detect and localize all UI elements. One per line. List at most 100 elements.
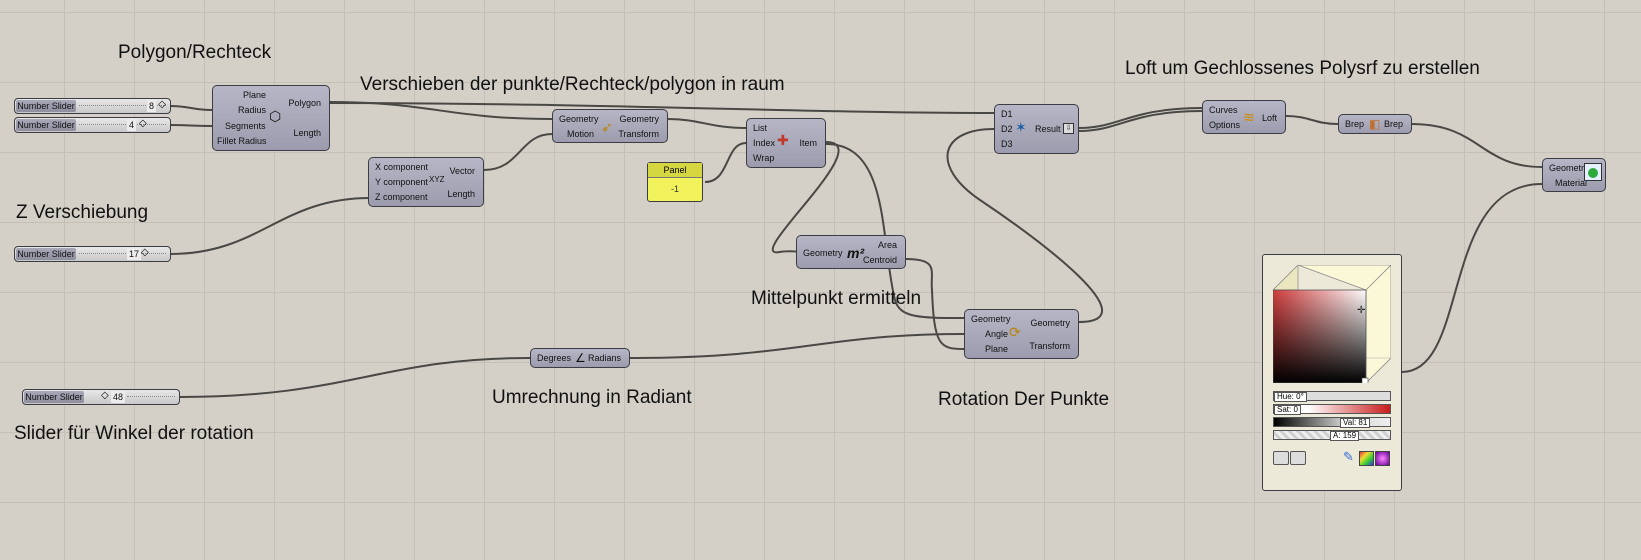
port-y-component[interactable]: Y component xyxy=(375,177,428,187)
wire-vector-motion xyxy=(483,133,553,171)
port-transform[interactable]: Transform xyxy=(618,129,659,139)
port-curves[interactable]: Curves xyxy=(1209,105,1238,115)
reset-button-icon[interactable] xyxy=(1273,451,1289,465)
slider-track xyxy=(79,253,166,257)
palette-icon[interactable] xyxy=(1375,451,1390,466)
port-polygon[interactable]: Polygon xyxy=(288,98,321,108)
list-item-icon: ✚ xyxy=(777,132,789,148)
wire-brep-geometry xyxy=(1411,123,1543,168)
wire-move-list xyxy=(667,118,747,129)
list-item-component[interactable]: List Index Wrap ✚ Item xyxy=(746,118,826,168)
port-loft[interactable]: Loft xyxy=(1261,113,1277,123)
number-slider-z[interactable]: Number Slider 17 ◇ xyxy=(14,246,171,262)
area-component[interactable]: Geometry m² Area Centroid xyxy=(796,235,906,269)
port-list[interactable]: List xyxy=(753,123,768,133)
vector-xyz-component[interactable]: X component Y component Z component XYZ … xyxy=(368,157,484,207)
port-segments[interactable]: Segments xyxy=(225,121,266,131)
port-preview-geometry[interactable]: Geometry xyxy=(1549,163,1589,173)
copy-button-icon[interactable] xyxy=(1290,451,1306,465)
value-bar[interactable]: Val: 81 xyxy=(1273,417,1391,428)
port-vector[interactable]: Vector xyxy=(449,166,475,176)
wire-item-area xyxy=(771,141,840,254)
port-options[interactable]: Options xyxy=(1209,120,1241,130)
radians-component[interactable]: Degrees ∠ Radians xyxy=(530,348,630,368)
wire-polygon-merge xyxy=(329,102,995,114)
eyedropper-icon[interactable]: ✎ xyxy=(1343,449,1354,464)
hue-bar[interactable]: Hue: 0° xyxy=(1273,391,1391,402)
move-component[interactable]: Geometry Motion ➶ Geometry Transform xyxy=(552,109,668,143)
slider-grip-icon[interactable]: ◇ xyxy=(158,99,166,110)
port-d3[interactable]: D3 xyxy=(1001,139,1013,149)
polygon-component[interactable]: Plane Radius Segments Fillet Radius ⬡ Po… xyxy=(212,85,330,151)
port-wrap[interactable]: Wrap xyxy=(753,153,775,163)
slider-value: 4 xyxy=(127,119,137,131)
wire-panel-index xyxy=(704,142,747,183)
port-z-component[interactable]: Z component xyxy=(375,192,428,202)
number-slider-segments[interactable]: Number Slider 4 ◇ xyxy=(14,117,171,133)
panel-component[interactable]: Panel -1 xyxy=(647,162,703,202)
port-motion[interactable]: Motion xyxy=(567,129,595,139)
port-degrees[interactable]: Degrees xyxy=(537,353,572,363)
area-m2-icon: m² xyxy=(847,245,865,261)
wire-slider4-degrees xyxy=(179,357,531,398)
port-fillet-radius[interactable]: Fillet Radius xyxy=(217,136,267,146)
port-rotate-geometry-out[interactable]: Geometry xyxy=(1030,318,1070,328)
port-x-component[interactable]: X component xyxy=(375,162,429,172)
wire-radians-angle xyxy=(629,333,965,359)
slider-label: Number Slider xyxy=(16,248,76,260)
slider-grip-icon[interactable]: ◇ xyxy=(101,390,109,401)
value-value: Val: 81 xyxy=(1340,418,1371,428)
port-item[interactable]: Item xyxy=(799,138,817,148)
wire-centroid-plane xyxy=(905,258,965,350)
brep-cube-icon: ◧ xyxy=(1369,117,1381,131)
brep-component[interactable]: Brep ◧ Brep xyxy=(1338,114,1412,134)
port-plane[interactable]: Plane xyxy=(985,344,1009,354)
number-slider-radius[interactable]: Number Slider 8 ◇ xyxy=(14,98,171,114)
port-index[interactable]: Index xyxy=(753,138,776,148)
port-geometry-out[interactable]: Geometry xyxy=(619,114,659,124)
radians-icon: ∠ xyxy=(575,351,586,365)
slider-track xyxy=(127,396,175,400)
port-rotate-transform[interactable]: Transform xyxy=(1029,341,1070,351)
port-radians[interactable]: Radians xyxy=(587,353,621,363)
wire-slider2-segments xyxy=(169,124,213,127)
port-area-geometry[interactable]: Geometry xyxy=(803,248,843,258)
rotate-icon: ⟳ xyxy=(1009,324,1021,340)
loft-component[interactable]: Curves Options ≋ Loft xyxy=(1202,100,1286,134)
port-material[interactable]: Material xyxy=(1555,178,1588,188)
label-center: Mittelpunkt ermitteln xyxy=(751,288,922,309)
port-d1[interactable]: D1 xyxy=(1001,109,1013,119)
slider-grip-icon[interactable]: ◇ xyxy=(141,247,149,258)
port-plane[interactable]: Plane xyxy=(243,90,267,100)
port-area[interactable]: Area xyxy=(877,240,897,250)
wire-merge-curves-2 xyxy=(1078,110,1203,132)
rotate-component[interactable]: Geometry Angle Plane ⟳ Geometry Transfor… xyxy=(964,309,1079,359)
port-vector-length[interactable]: Length xyxy=(447,189,475,199)
port-radius[interactable]: Radius xyxy=(238,105,267,115)
custom-preview-component[interactable]: Geometry Material xyxy=(1542,158,1606,192)
color-wheel-icon[interactable] xyxy=(1359,451,1374,466)
port-d2[interactable]: D2 xyxy=(1001,124,1013,134)
slider-grip-icon[interactable]: ◇ xyxy=(139,118,147,129)
merge-component[interactable]: D1 D2 D3 ✶ Result ⇩ xyxy=(994,104,1079,154)
loft-icon: ≋ xyxy=(1243,109,1255,125)
port-angle[interactable]: Angle xyxy=(985,329,1009,339)
port-length[interactable]: Length xyxy=(293,128,321,138)
port-centroid[interactable]: Centroid xyxy=(862,255,897,265)
color-cube-picker[interactable]: ✛ xyxy=(1273,265,1391,383)
port-brep-out[interactable]: Brep xyxy=(1383,119,1403,129)
port-result[interactable]: Result xyxy=(1035,124,1061,134)
number-slider-angle[interactable]: Number Slider ◇ 48 xyxy=(22,389,180,405)
port-rotate-geometry[interactable]: Geometry xyxy=(971,314,1011,324)
svg-text:✛: ✛ xyxy=(1357,305,1365,316)
port-geometry-in[interactable]: Geometry xyxy=(559,114,599,124)
colour-swatch-component[interactable]: ✛ Hue: 0° Sat: 0 Val: 81 A: 159 ✎ xyxy=(1262,254,1402,491)
label-slider-angle: Slider für Winkel der rotation xyxy=(14,423,254,444)
alpha-value: A: 159 xyxy=(1330,431,1360,441)
saturation-bar[interactable]: Sat: 0 xyxy=(1273,404,1391,415)
alpha-bar[interactable]: A: 159 xyxy=(1273,430,1391,441)
panel-value[interactable]: -1 xyxy=(670,184,679,194)
port-brep-in[interactable]: Brep xyxy=(1345,119,1365,129)
output-toggle-icon[interactable]: ⇩ xyxy=(1063,123,1074,134)
